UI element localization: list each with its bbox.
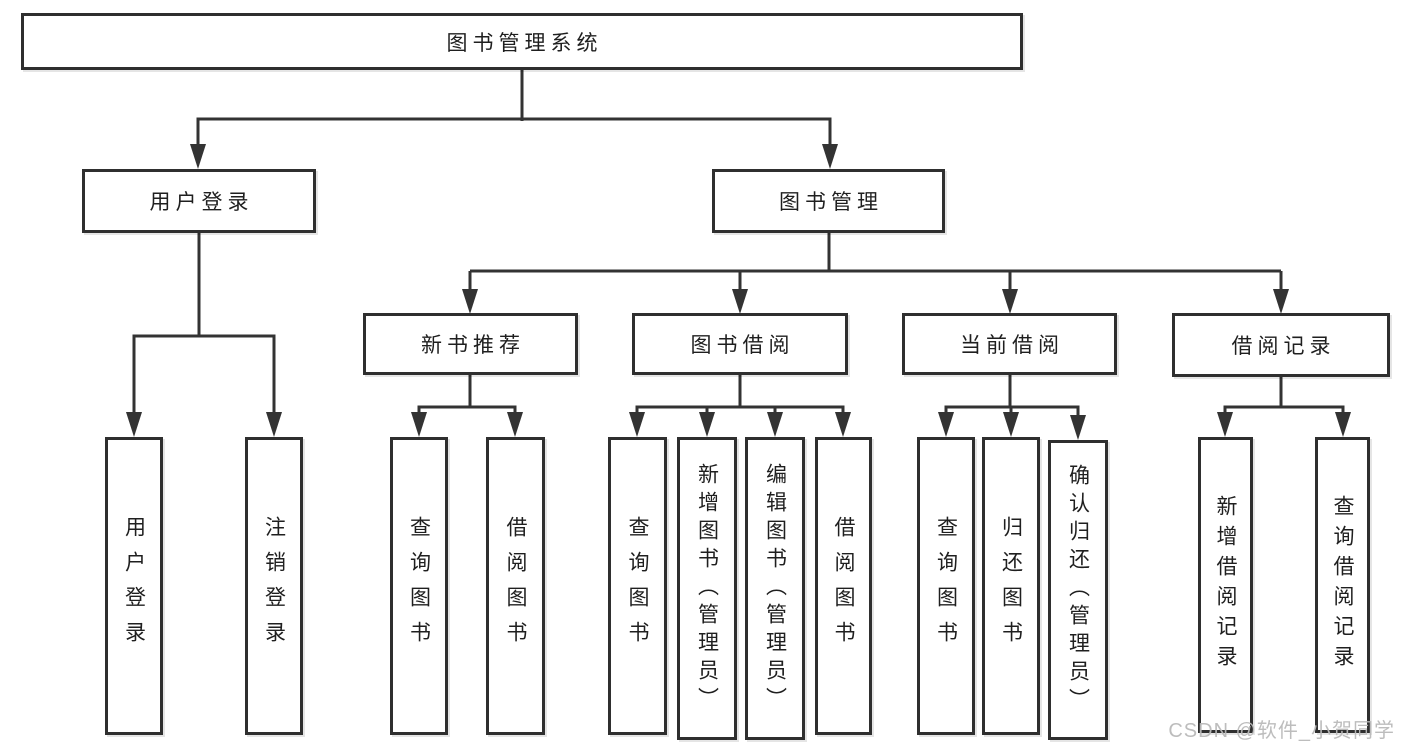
leaf-edit-books-admin-label: 编辑图书（管理员）	[763, 462, 787, 715]
leaf-query-books-current-label: 查询图书	[934, 516, 958, 656]
node-borrow-records: 借阅记录	[1172, 313, 1390, 377]
node-new-book-recommend: 新书推荐	[363, 313, 578, 375]
leaf-return-books-label: 归还图书	[999, 516, 1023, 656]
leaf-query-books-borrow: 查询图书	[608, 437, 667, 735]
node-current-borrow: 当前借阅	[902, 313, 1117, 375]
node-borrow-records-label: 借阅记录	[1231, 335, 1336, 358]
leaf-user-login: 用户登录	[105, 437, 163, 735]
leaf-logout: 注销登录	[245, 437, 303, 735]
leaf-query-books-recommend-label: 查询图书	[407, 516, 431, 656]
leaf-query-books-current: 查询图书	[917, 437, 975, 735]
leaf-add-borrow-record: 新增借阅记录	[1198, 437, 1253, 733]
leaf-borrow-books-recommend: 借阅图书	[486, 437, 545, 735]
leaf-borrow-books: 借阅图书	[815, 437, 872, 735]
node-book-management: 图书管理	[712, 169, 945, 233]
node-new-book-recommend-label: 新书推荐	[421, 334, 525, 357]
node-user-login: 用户登录	[82, 169, 316, 233]
node-user-login-label: 用户登录	[149, 191, 254, 214]
leaf-add-books-admin: 新增图书（管理员）	[677, 437, 737, 740]
leaf-user-login-label: 用户登录	[122, 516, 146, 656]
leaf-confirm-return-admin: 确认归还（管理员）	[1048, 440, 1108, 740]
leaf-logout-label: 注销登录	[262, 516, 286, 656]
leaf-borrow-books-recommend-label: 借阅图书	[504, 516, 527, 656]
leaf-edit-books-admin: 编辑图书（管理员）	[745, 437, 805, 740]
csdn-watermark: CSDN @软件_小贺同学	[1168, 720, 1395, 742]
leaf-query-borrow-record: 查询借阅记录	[1315, 437, 1370, 733]
node-root-label: 图书管理系统	[446, 31, 603, 55]
node-book-borrow: 图书借阅	[632, 313, 848, 375]
node-current-borrow-label: 当前借阅	[960, 334, 1064, 357]
leaf-add-borrow-record-label: 新增借阅记录	[1214, 495, 1237, 675]
leaf-query-books-recommend: 查询图书	[390, 437, 448, 735]
node-root: 图书管理系统	[21, 13, 1023, 70]
leaf-query-borrow-record-label: 查询借阅记录	[1331, 495, 1354, 675]
leaf-query-books-borrow-label: 查询图书	[626, 516, 649, 656]
leaf-return-books: 归还图书	[982, 437, 1040, 735]
leaf-add-books-admin-label: 新增图书（管理员）	[695, 462, 719, 715]
leaf-confirm-return-admin-label: 确认归还（管理员）	[1066, 464, 1090, 716]
leaf-borrow-books-label: 借阅图书	[832, 516, 855, 656]
node-book-management-label: 图书管理	[779, 191, 883, 214]
node-book-borrow-label: 图书借阅	[690, 334, 795, 357]
